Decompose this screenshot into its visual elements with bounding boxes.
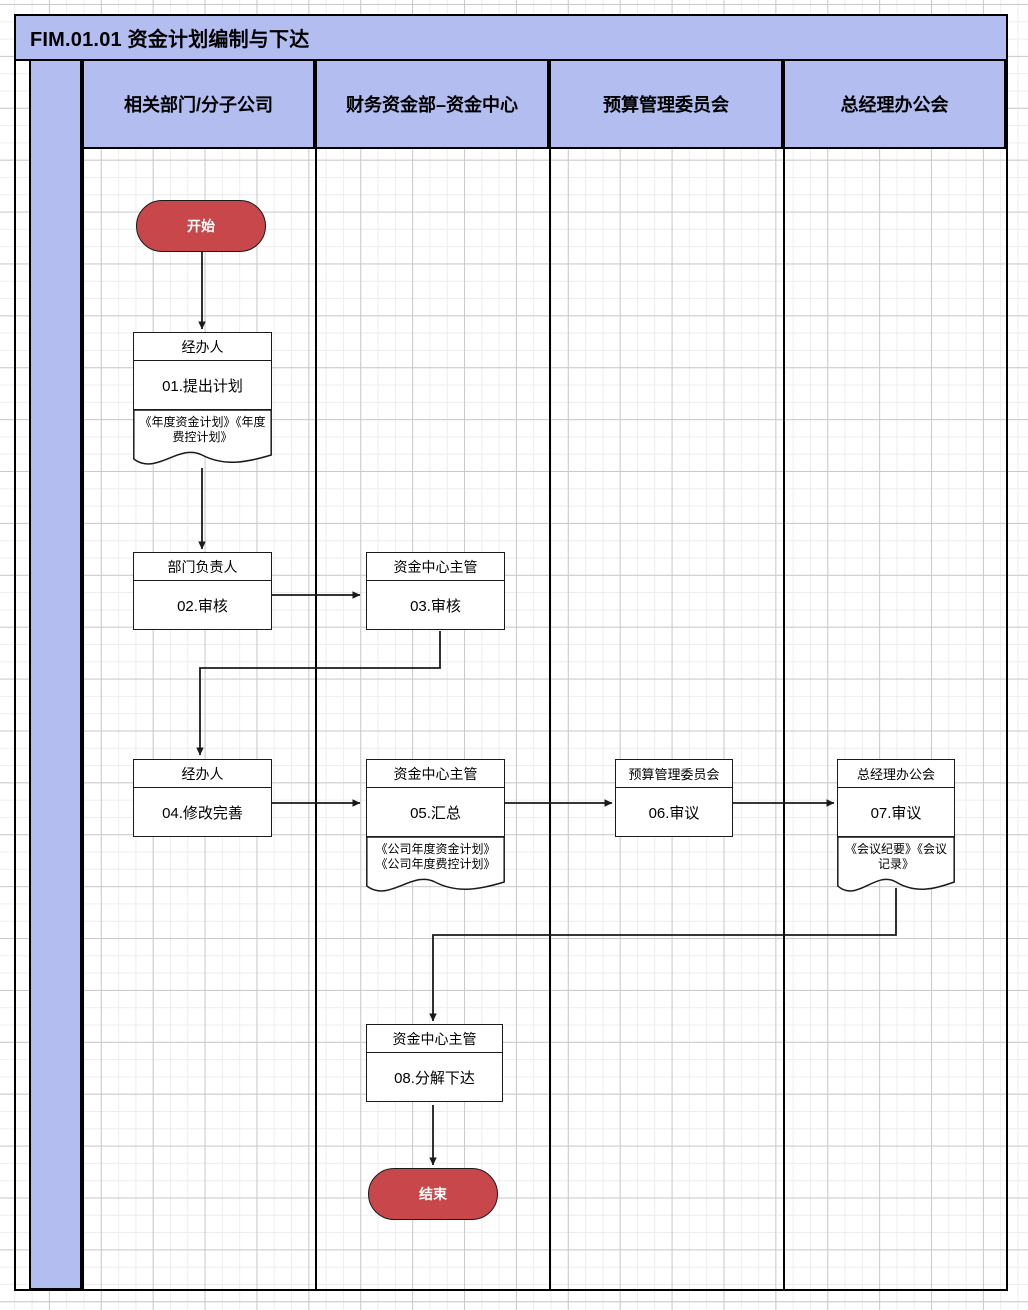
node-s03-action: 03.审核 <box>410 597 461 615</box>
node-s07-document-text: 《会议纪要》《会议记录》 <box>844 842 947 871</box>
node-s01-document-text: 《年度资金计划》《年度费控计划》 <box>139 415 266 444</box>
node-s03-role: 资金中心主管 <box>367 553 504 581</box>
lane-header-spacer <box>29 61 82 1290</box>
node-s02-role: 部门负责人 <box>134 553 271 581</box>
node-s08-role: 资金中心主管 <box>367 1025 502 1053</box>
lane-divider-2 <box>549 149 551 1290</box>
node-s08-action: 08.分解下达 <box>394 1069 475 1087</box>
node-s05-role: 资金中心主管 <box>367 760 504 788</box>
lane-header-4-label: 总经理办公会 <box>840 95 949 115</box>
node-s06[interactable]: 预算管理委员会 06.审议 <box>615 759 733 837</box>
node-s01-role: 经办人 <box>134 333 271 361</box>
node-s05-document-text: 《公司年度资金计划》《公司年度费控计划》 <box>375 842 496 871</box>
lane-divider-3 <box>783 149 785 1290</box>
node-s02-action: 02.审核 <box>177 597 228 615</box>
terminator-start[interactable]: 开始 <box>136 200 266 252</box>
lane-header-1-label: 相关部门/分子公司 <box>123 95 273 115</box>
node-s02[interactable]: 部门负责人 02.审核 <box>133 552 272 630</box>
node-s07[interactable]: 总经理办公会 07.审议 <box>837 759 955 837</box>
page-title: FIM.01.01 资金计划编制与下达 <box>30 29 310 51</box>
node-s06-action: 06.审议 <box>648 804 700 822</box>
node-s08[interactable]: 资金中心主管 08.分解下达 <box>366 1024 503 1102</box>
terminator-start-label: 开始 <box>187 218 215 234</box>
lane-header-4: 总经理办公会 <box>783 61 1006 149</box>
lane-divider-1 <box>315 149 317 1290</box>
node-s04-action: 04.修改完善 <box>162 804 243 822</box>
node-s05[interactable]: 资金中心主管 05.汇总 <box>366 759 505 837</box>
node-s01-document: 《年度资金计划》《年度费控计划》 <box>133 410 272 472</box>
flow-s07-to-s08 <box>429 888 897 1022</box>
node-s04-role: 经办人 <box>134 760 271 788</box>
diagram-frame <box>14 14 1008 1291</box>
flow-s03-to-s04 <box>196 631 441 756</box>
lane-header-2: 财务资金部–资金中心 <box>315 61 549 149</box>
node-s05-document: 《公司年度资金计划》《公司年度费控计划》 <box>366 837 505 899</box>
node-s04[interactable]: 经办人 04.修改完善 <box>133 759 272 837</box>
lane-divider-0 <box>82 149 84 1290</box>
node-s01-action: 01.提出计划 <box>162 377 243 395</box>
lane-header-1: 相关部门/分子公司 <box>82 61 315 149</box>
diagram-title-bar: FIM.01.01 资金计划编制与下达 <box>16 16 1006 61</box>
node-s07-document: 《会议纪要》《会议记录》 <box>837 837 955 899</box>
terminator-end[interactable]: 结束 <box>368 1168 498 1220</box>
lane-header-3-label: 预算管理委员会 <box>603 95 729 115</box>
node-s07-role: 总经理办公会 <box>838 760 954 788</box>
lane-header-3: 预算管理委员会 <box>549 61 783 149</box>
node-s06-role: 预算管理委员会 <box>616 760 732 788</box>
node-s03[interactable]: 资金中心主管 03.审核 <box>366 552 505 630</box>
node-s01[interactable]: 经办人 01.提出计划 <box>133 332 272 410</box>
terminator-end-label: 结束 <box>419 1186 447 1202</box>
lane-header-2-label: 财务资金部–资金中心 <box>345 95 518 115</box>
node-s07-action: 07.审议 <box>870 804 922 822</box>
node-s05-action: 05.汇总 <box>410 804 461 822</box>
